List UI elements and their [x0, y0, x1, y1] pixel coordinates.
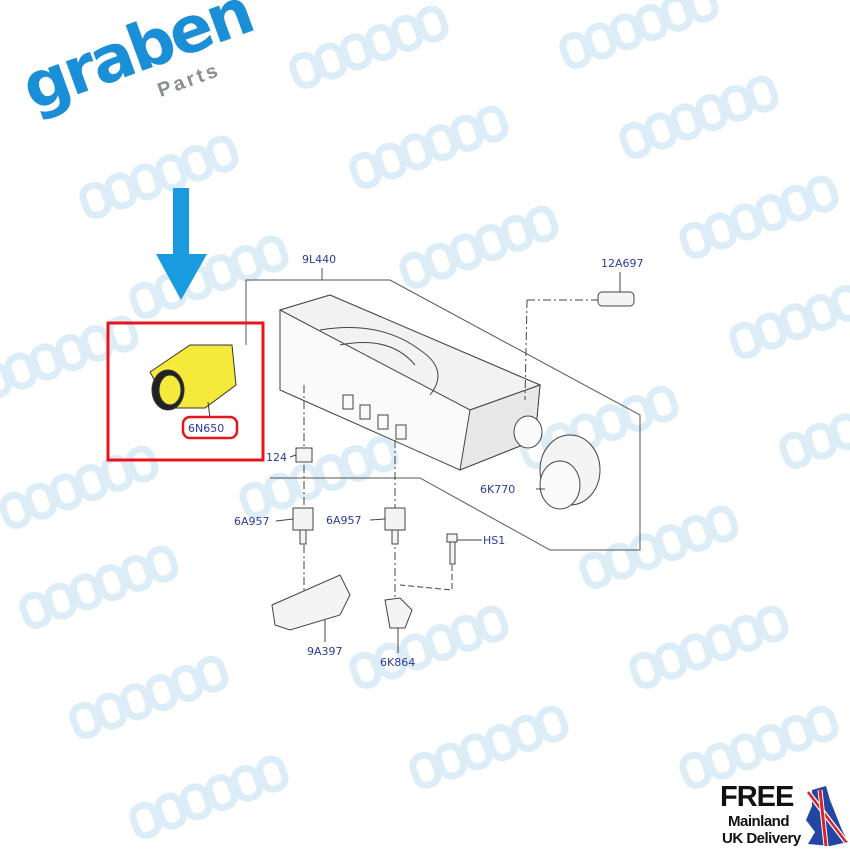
watermark-mark: [79, 135, 239, 219]
watermark-mark: [349, 605, 509, 689]
watermark-mark: [349, 105, 509, 189]
label-6A957-left: 6A957: [234, 515, 270, 528]
watermark-mark: [579, 505, 739, 589]
watermark-mark: [679, 705, 839, 789]
lower-components: [271, 385, 482, 653]
watermark-mark: [239, 435, 399, 519]
intercooler-assembly: [278, 294, 543, 471]
hose-6K770: [536, 434, 601, 510]
label-6A957-right: 6A957: [326, 514, 362, 527]
watermark-mark: [729, 284, 850, 359]
down-arrow-icon: [156, 188, 207, 300]
watermark-mark: [0, 315, 139, 399]
label-6N650: 6N650: [188, 422, 224, 435]
watermark-mark: [69, 655, 229, 739]
watermark-mark: [679, 175, 839, 259]
delivery-free-text: FREE: [720, 781, 794, 813]
label-9A397: 9A397: [307, 645, 343, 658]
watermark-mark: [779, 413, 850, 469]
highlight-box: [106, 321, 265, 462]
part-label-highlight: [181, 415, 239, 440]
watermark-mark: [409, 705, 569, 789]
label-6K770: 6K770: [480, 483, 515, 496]
watermark-mark: [19, 545, 179, 629]
sensor-12A697: [524, 272, 635, 401]
watermark-mark: [289, 5, 449, 89]
watermark-mark: [619, 75, 779, 159]
highlighted-part-6N650: [149, 344, 237, 419]
watermark-mark: [399, 205, 559, 289]
free-delivery-badge: FREE Mainland UK Delivery: [718, 782, 848, 850]
label-12A697: 12A697: [601, 257, 644, 270]
label-HS1: HS1: [483, 534, 505, 547]
assembly-frame: [245, 268, 641, 551]
uk-flag-map-icon: [806, 786, 848, 847]
watermark-mark: [559, 0, 719, 69]
label-9L440: 9L440: [302, 253, 336, 266]
watermark-mark: [129, 755, 289, 839]
delivery-mainland-text: Mainland: [728, 813, 790, 830]
label-124: 124: [266, 451, 287, 464]
label-6K864: 6K864: [380, 656, 415, 669]
watermark-mark: [629, 605, 789, 689]
delivery-uk-text: UK Delivery: [722, 830, 801, 847]
